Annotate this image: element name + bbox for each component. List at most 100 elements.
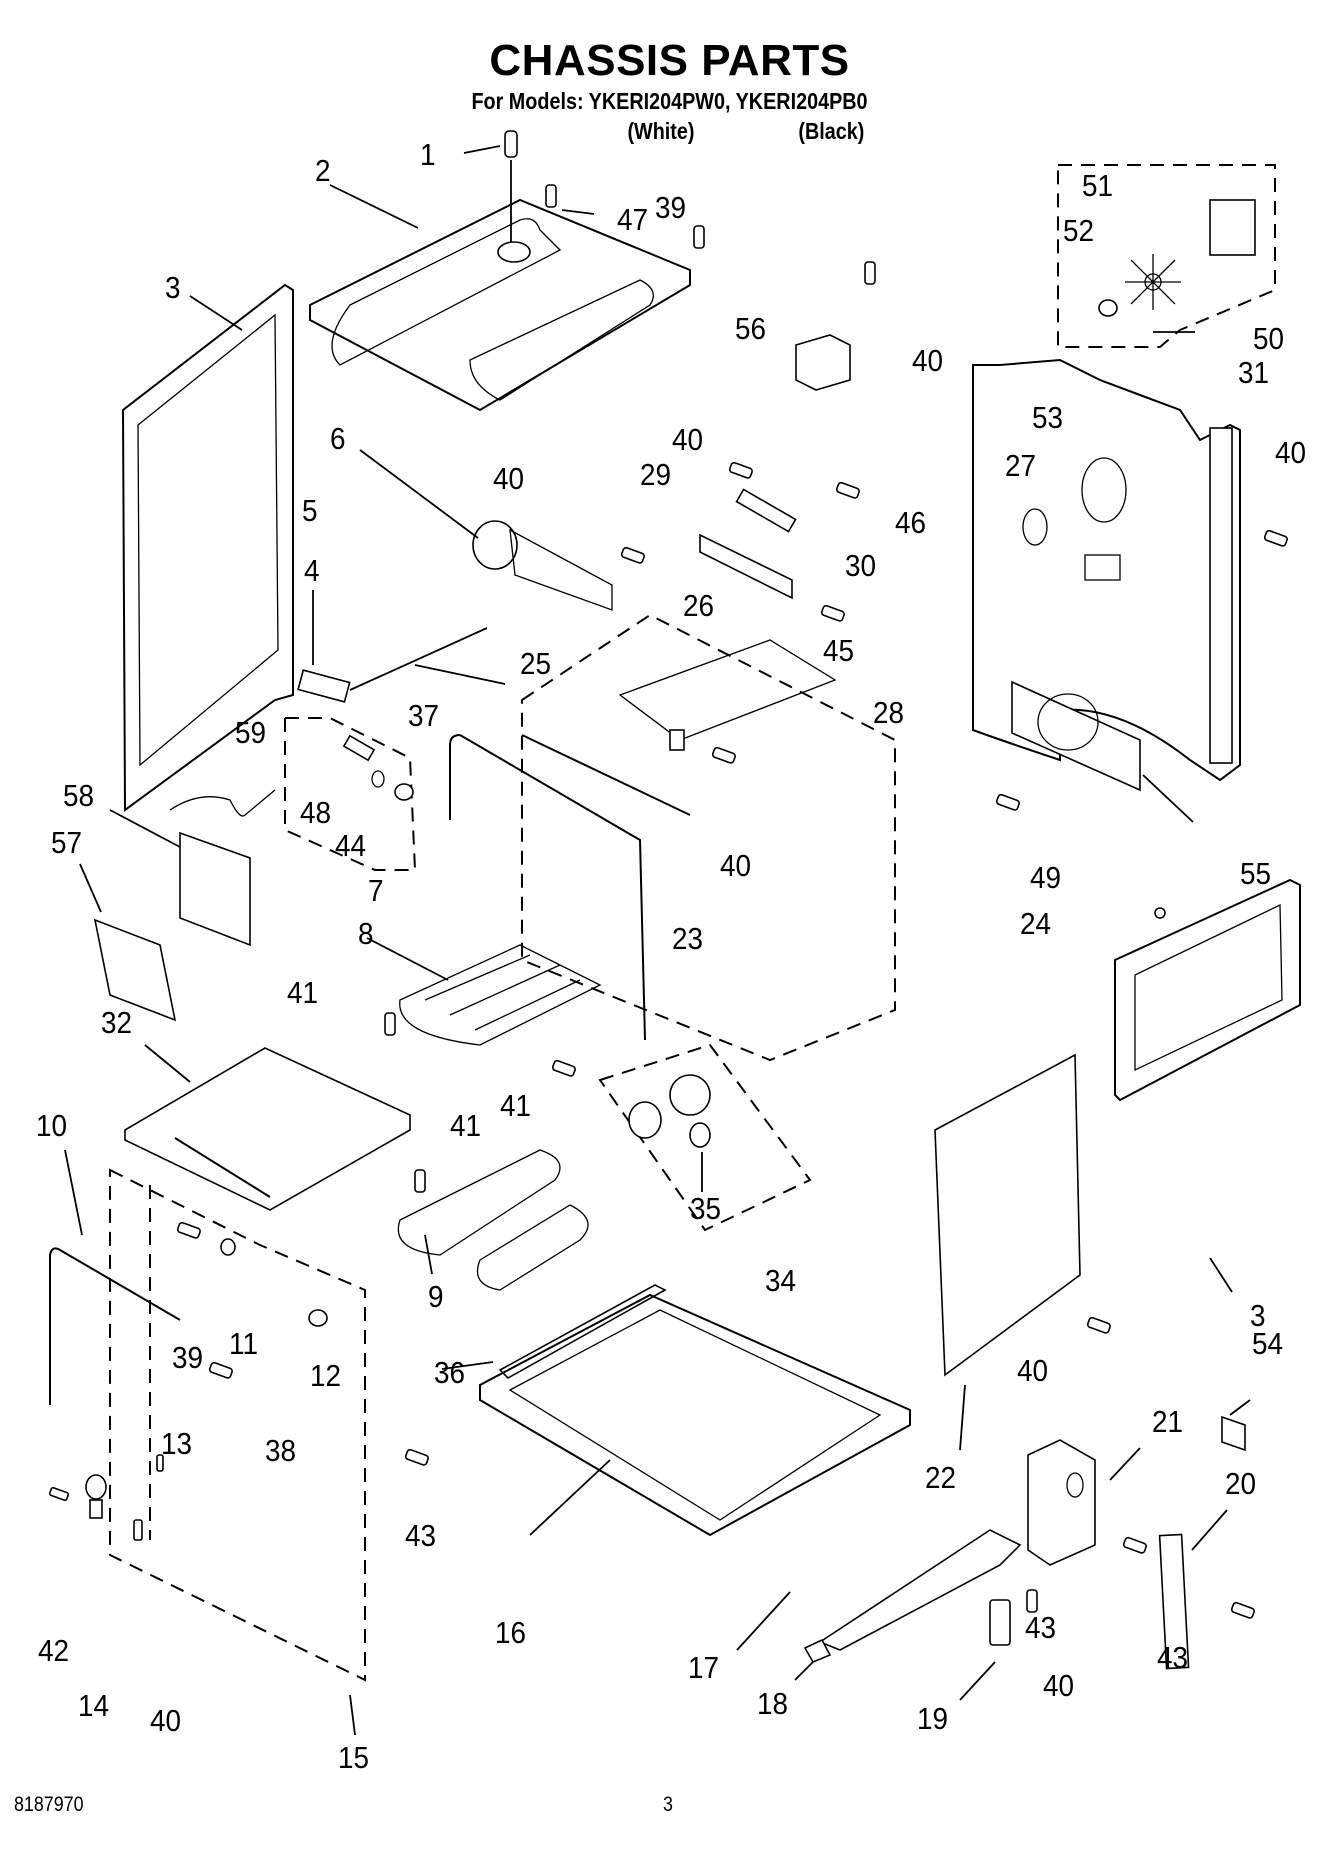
part-20-strip: [1158, 1509, 1228, 1670]
callout-51: 51: [1082, 168, 1114, 203]
part-50-fan-motor-assembly: [1057, 164, 1276, 348]
callout-2: 2: [315, 153, 331, 188]
callout-15: 15: [338, 1740, 370, 1775]
callout-24: 24: [1020, 906, 1052, 941]
callout-40: 40: [1017, 1353, 1049, 1388]
part-29-bracket: [699, 488, 797, 600]
page-title: CHASSIS PARTS: [489, 36, 850, 85]
part-54-label: [1221, 1399, 1251, 1452]
callout-42: 42: [38, 1633, 70, 1668]
callout-43: 43: [1025, 1610, 1057, 1645]
callout-3: 3: [165, 270, 181, 305]
part-34-lamp-kit: [598, 1043, 812, 1232]
callout-36: 36: [434, 1355, 466, 1390]
callout-16: 16: [495, 1615, 527, 1650]
variant-white-label: (White): [627, 118, 695, 144]
callout-59: 59: [235, 715, 267, 750]
part-55-convection-fan: [1011, 680, 1194, 823]
callout-43: 43: [1157, 1640, 1189, 1675]
part-37-sensor-kit: [284, 717, 417, 871]
callout-39: 39: [172, 1340, 204, 1375]
screws: [48, 184, 1288, 1619]
part-22-side-shield: [934, 1053, 1081, 1451]
callout-48: 48: [300, 795, 332, 830]
callout-32: 32: [101, 1005, 133, 1040]
callout-13: 13: [161, 1426, 193, 1461]
callout-23: 23: [672, 921, 704, 956]
callout-6: 6: [330, 421, 346, 456]
callout-58: 58: [63, 778, 95, 813]
callout-1: 1: [420, 137, 436, 172]
callout-19: 19: [917, 1701, 949, 1736]
callout-31: 31: [1238, 355, 1270, 390]
part-3-side-panel-right: [1114, 878, 1301, 1293]
callout-50: 50: [1253, 321, 1285, 356]
callout-43: 43: [405, 1518, 437, 1553]
callout-40: 40: [672, 422, 704, 457]
callout-17: 17: [688, 1650, 720, 1685]
part-4-switch: [297, 590, 488, 703]
part-31-rear-panel: [972, 358, 1241, 782]
callout-21: 21: [1152, 1404, 1184, 1439]
part-36-strip: [441, 1284, 667, 1379]
callout-40: 40: [493, 461, 525, 496]
callout-8: 8: [358, 916, 374, 951]
callout-11: 11: [229, 1326, 258, 1361]
callout-29: 29: [640, 457, 672, 492]
callout-40: 40: [720, 848, 752, 883]
callout-10: 10: [36, 1108, 68, 1143]
callout-56: 56: [735, 311, 767, 346]
callout-40: 40: [1275, 435, 1307, 470]
part-18-rail: [794, 1529, 1022, 1681]
part-2-top-panel: [309, 184, 691, 412]
variant-black-label: (Black): [798, 118, 865, 144]
callout-3: 3: [1250, 1298, 1266, 1333]
callout-22: 22: [925, 1460, 957, 1495]
part-56-transformer: [795, 334, 851, 391]
part-15-front-panel: [109, 1168, 366, 1736]
callout-41: 41: [287, 975, 319, 1010]
document-number: 8187970: [14, 1793, 84, 1816]
callout-4: 4: [304, 553, 320, 588]
callout-53: 53: [1032, 400, 1064, 435]
callout-40: 40: [1043, 1668, 1075, 1703]
callout-52: 52: [1063, 213, 1095, 248]
callout-54: 54: [1252, 1326, 1284, 1361]
callout-35: 35: [690, 1191, 722, 1226]
callout-27: 27: [1005, 448, 1037, 483]
callout-20: 20: [1225, 1466, 1257, 1501]
callout-47: 47: [617, 202, 649, 237]
part-8-bake-element: [366, 937, 602, 1046]
part-6-latch-assembly: [359, 449, 613, 611]
part-9-broil-element: [397, 1149, 589, 1291]
part-21-bracket: [1027, 1439, 1141, 1566]
part-58-control-cover: [109, 809, 251, 947]
callout-45: 45: [823, 633, 855, 668]
callout-49: 49: [1030, 860, 1062, 895]
callout-34: 34: [765, 1263, 797, 1298]
callout-7: 7: [368, 873, 384, 908]
part-17-clip: [736, 1591, 832, 1664]
part-59-probe-wire: [169, 789, 276, 817]
part-19-leveling-leg: [959, 1599, 1011, 1701]
callout-26: 26: [683, 588, 715, 623]
models-line: For Models: YKERI204PW0, YKERI204PB0: [471, 88, 868, 114]
callout-46: 46: [895, 505, 927, 540]
callout-37: 37: [408, 698, 440, 733]
callout-41: 41: [450, 1108, 482, 1143]
part-32-tray: [124, 1044, 411, 1211]
oven-cavity: [414, 613, 896, 1062]
callout-55: 55: [1240, 856, 1272, 891]
callout-39: 39: [655, 190, 687, 225]
callout-30: 30: [845, 548, 877, 583]
callout-41: 41: [500, 1088, 532, 1123]
callout-14: 14: [78, 1688, 110, 1723]
callout-57: 57: [51, 825, 83, 860]
part-10-gasket: [49, 1149, 181, 1405]
callout-28: 28: [873, 695, 905, 730]
callout-40: 40: [150, 1703, 182, 1738]
part-1-stud: [463, 130, 518, 245]
callout-18: 18: [757, 1686, 789, 1721]
part-16-bottom-pan: [479, 1293, 911, 1537]
